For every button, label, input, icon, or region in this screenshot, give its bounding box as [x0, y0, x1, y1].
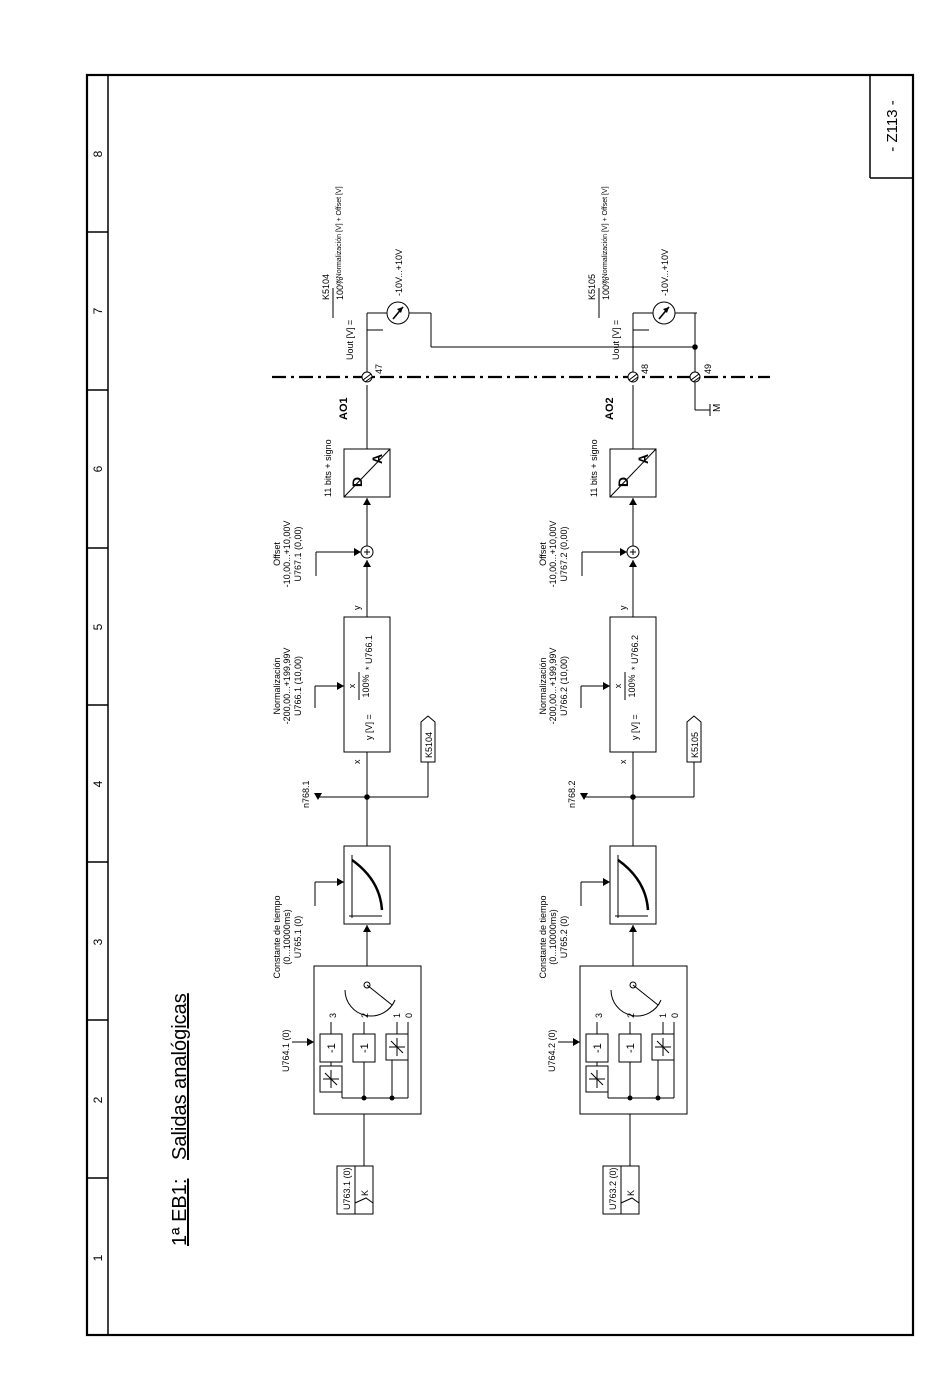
- norm-label: Normalización: [272, 657, 282, 714]
- norm-formula-den: 100%: [627, 674, 637, 697]
- norm-param: U766.2 (10,00): [559, 656, 569, 716]
- invert-label-3: -1: [326, 1043, 338, 1053]
- page-number: - Z113 -: [884, 100, 901, 151]
- selector-pos-3: 3: [328, 1013, 338, 1018]
- da-a: A: [369, 454, 385, 464]
- selector-param: U764.1 (0): [281, 1029, 291, 1072]
- norm-formula-rhs: * U766.2: [630, 635, 640, 670]
- terminal-number: 47: [374, 364, 384, 374]
- filter-range: (0...10000ms): [282, 909, 292, 965]
- norm-range: -200,00...+199,99V: [548, 648, 558, 725]
- label-y: y: [618, 605, 628, 610]
- norm-formula-den: 100%: [361, 674, 371, 697]
- filter-param: U765.2 (0): [559, 916, 569, 959]
- input-param: U763.2 (0): [608, 1167, 618, 1210]
- column-labels: 1 2 3 4 5 6 7 8: [91, 150, 105, 1261]
- column-number-5: 5: [91, 623, 105, 630]
- da-bits: 11 bits + signo: [323, 439, 333, 497]
- time-constant-filter: [343, 845, 391, 925]
- uout-den: 100%: [601, 277, 611, 300]
- offset-range: -10,00...+10,00V: [548, 521, 558, 588]
- selector-pos-0: 0: [670, 1013, 680, 1018]
- da-a: A: [635, 454, 651, 464]
- uout-num: K5104: [321, 274, 331, 300]
- terminal-number: 48: [640, 364, 650, 374]
- connector-output-label: K5104: [424, 732, 434, 758]
- column-number-7: 7: [91, 307, 105, 314]
- label-x: x: [352, 759, 362, 764]
- uout-lhs: Uout [V] =: [611, 320, 621, 360]
- common-junction-dot: [692, 344, 698, 350]
- input-connector-type: K: [626, 1190, 636, 1196]
- da-bits: 11 bits + signo: [589, 439, 599, 497]
- filter-param: U765.1 (0): [293, 916, 303, 959]
- terminal-49: [689, 371, 701, 383]
- norm-formula-lhs: y [V] =: [630, 714, 640, 740]
- column-ruler: [87, 231, 108, 1179]
- normalization-block: [609, 616, 657, 753]
- title-prefix: 1ª EB1:: [169, 1179, 191, 1246]
- column-number-3: 3: [91, 938, 105, 945]
- ground-label: M: [712, 404, 723, 412]
- display-param: n768.1: [301, 780, 311, 808]
- selector-pos-1: 1: [392, 1013, 402, 1018]
- input-param: U763.1 (0): [342, 1167, 352, 1210]
- ao-label: AO1: [338, 397, 350, 420]
- invert-label-3: -1: [592, 1043, 604, 1053]
- norm-label: Normalización: [538, 657, 548, 714]
- filter-label: Constante de tiempo: [272, 895, 282, 978]
- display-param: n768.2: [567, 780, 577, 808]
- time-constant-filter: [609, 845, 657, 925]
- column-number-1: 1: [91, 1254, 105, 1261]
- connector-output: [686, 715, 702, 763]
- norm-formula-num: x: [347, 683, 357, 688]
- norm-formula-lhs: y [V] =: [364, 714, 374, 740]
- norm-formula-num: x: [613, 683, 623, 688]
- label-y: y: [352, 605, 362, 610]
- invert-label-2: -1: [625, 1043, 637, 1053]
- uout-rhs: * Normalización [V] + Offset [V]: [602, 186, 609, 283]
- uout-den: 100%: [335, 277, 345, 300]
- selector-pos-0: 0: [404, 1013, 414, 1018]
- norm-range: -200,00...+199,99V: [282, 648, 292, 725]
- column-number-2: 2: [91, 1096, 105, 1103]
- input-connector-type: K: [360, 1190, 370, 1196]
- offset-param: U767.1 (0,00): [293, 526, 303, 581]
- uout-lhs: Uout [V] =: [345, 320, 355, 360]
- offset-label: Offset: [272, 542, 282, 566]
- uout-num: K5105: [587, 274, 597, 300]
- label-x: x: [618, 759, 628, 764]
- page-frame: [85, 73, 915, 1337]
- connector-output-label: K5105: [690, 732, 700, 758]
- offset-range: -10,00...+10,00V: [282, 521, 292, 588]
- terminal-49-label: 49: [703, 364, 713, 374]
- column-number-4: 4: [91, 780, 105, 787]
- offset-label: Offset: [538, 542, 548, 566]
- uout-rhs: * Normalización [V] + Offset [V]: [336, 186, 343, 283]
- connector-output: [420, 715, 436, 763]
- title-block: 1ª EB1: Salidas analógicas: [169, 993, 191, 1246]
- norm-param: U766.1 (10,00): [293, 656, 303, 716]
- offset-param: U767.2 (0,00): [559, 526, 569, 581]
- column-number-6: 6: [91, 465, 105, 472]
- meter-range: -10V...+10V: [660, 249, 670, 296]
- selector-pos-1: 1: [658, 1013, 668, 1018]
- normalization-block: [343, 616, 391, 753]
- filter-label: Constante de tiempo: [538, 895, 548, 978]
- filter-range: (0...10000ms): [548, 909, 558, 965]
- selector-pos-3: 3: [594, 1013, 604, 1018]
- da-d: D: [615, 477, 631, 487]
- ao-label: AO2: [604, 397, 616, 420]
- column-number-8: 8: [91, 150, 105, 157]
- page-title: Salidas analógicas: [169, 993, 191, 1160]
- common-terminal-group: [430, 313, 711, 416]
- invert-label-2: -1: [359, 1043, 371, 1053]
- da-d: D: [349, 477, 365, 487]
- meter-range: -10V...+10V: [394, 249, 404, 296]
- selector-param: U764.2 (0): [547, 1029, 557, 1072]
- norm-formula-rhs: * U766.1: [364, 635, 374, 670]
